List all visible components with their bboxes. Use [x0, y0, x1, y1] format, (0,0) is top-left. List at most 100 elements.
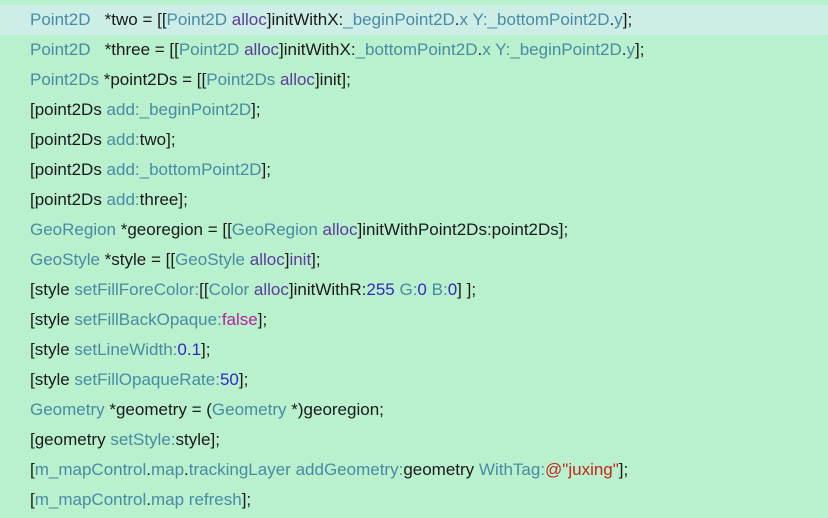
code-token: ]initWithR: [288, 280, 367, 299]
code-token: alloc [244, 40, 280, 59]
code-token: ]; [261, 160, 271, 179]
code-token: setFillForeColor: [74, 280, 200, 299]
code-line-15: [geometry setStyle:style]; [0, 425, 828, 455]
code-token: *point2Ds = [[ [98, 70, 207, 89]
code-token: @"juxing" [545, 460, 619, 479]
code-token: GeoStyle [175, 250, 245, 269]
code-token: Point2D [166, 10, 228, 29]
code-token: 50 [219, 370, 239, 389]
code-line-12: [style setLineWidth:0.1]; [0, 335, 828, 365]
code-line-1: Point2D *two = [[Point2D alloc]initWithX… [0, 5, 828, 35]
code-token: _bottomPoint2D [487, 10, 610, 29]
code-line-17: [m_mapControl.map refresh]; [0, 485, 828, 515]
code-token: *georegion = [[ [116, 220, 232, 239]
code-token: ]initWithPoint2Ds:point2Ds]; [357, 220, 569, 239]
code-token: [style [30, 370, 75, 389]
code-token: [[ [199, 280, 209, 299]
code-token: style]; [175, 430, 220, 449]
code-token: Geometry [30, 400, 105, 419]
code-token: alloc [231, 10, 267, 29]
code-line-5: [point2Ds add:two]; [0, 125, 828, 155]
code-token: y [626, 40, 636, 59]
code-token: *three = [[ [90, 40, 179, 59]
code-token: alloc [279, 70, 315, 89]
code-token: GeoRegion [30, 220, 117, 239]
code-token: ] [284, 250, 290, 269]
code-token: . [184, 460, 189, 479]
code-token: add: [106, 100, 140, 119]
code-line-10: [style setFillForeColor:[[Color alloc]in… [0, 275, 828, 305]
code-token: ]; [238, 370, 249, 389]
code-token: ]; [618, 460, 629, 479]
code-token: setLineWidth: [74, 340, 178, 359]
code-token: WithTag: [478, 460, 546, 479]
code-token: x [482, 40, 491, 59]
code-token: ] ]; [457, 280, 477, 299]
code-token: [point2Ds [30, 130, 107, 149]
code-line-9: GeoStyle *style = [[GeoStyle alloc]init]… [0, 245, 828, 275]
code-token: GeoStyle [30, 250, 100, 269]
code-token: [ [30, 460, 35, 479]
code-token: addGeometry: [295, 460, 404, 479]
code-token: ]; [311, 250, 321, 269]
code-token: geometry [403, 460, 479, 479]
code-token: . [146, 490, 151, 509]
code-token: [point2Ds [30, 160, 107, 179]
code-token: add: [106, 160, 140, 179]
code-token: . [477, 40, 483, 59]
code-token: G: [399, 280, 418, 299]
code-token: init [289, 250, 312, 269]
code-token: . [146, 460, 151, 479]
code-token: trackingLayer [188, 460, 291, 479]
code-token: [style [30, 310, 75, 329]
code-token: 0 [447, 280, 458, 299]
code-token: _bottomPoint2D [139, 160, 262, 179]
code-token: alloc [322, 220, 358, 239]
code-token: refresh [188, 490, 242, 509]
code-token: Point2Ds [30, 70, 99, 89]
code-token: . [621, 40, 627, 59]
code-token: *)georegion; [286, 400, 384, 419]
code-token: Y: [495, 40, 511, 59]
code-token: ]; [635, 40, 645, 59]
code-line-7: [point2Ds add:three]; [0, 185, 828, 215]
code-token: *geometry = ( [104, 400, 212, 419]
code-line-14: Geometry *geometry = (Geometry *)georegi… [0, 395, 828, 425]
code-token: ]; [201, 340, 211, 359]
code-token: ]init]; [314, 70, 351, 89]
code-line-6: [point2Ds add:_bottomPoint2D]; [0, 155, 828, 185]
code-token: ]initWithX: [279, 40, 356, 59]
code-token: [style [30, 340, 75, 359]
code-token: m_mapControl [34, 460, 147, 479]
code-line-2: Point2D *three = [[Point2D alloc]initWit… [0, 35, 828, 65]
code-token: map [150, 460, 185, 479]
code-token: [geometry [30, 430, 111, 449]
code-token: false [221, 310, 258, 329]
code-token: . [454, 10, 460, 29]
code-token: m_mapControl [34, 490, 147, 509]
code-token: three]; [139, 190, 188, 209]
code-token: . [609, 10, 615, 29]
code-token: alloc [253, 280, 289, 299]
code-token: _bottomPoint2D [355, 40, 478, 59]
code-token: _beginPoint2D [139, 100, 252, 119]
code-line-8: GeoRegion *georegion = [[GeoRegion alloc… [0, 215, 828, 245]
code-token: alloc [249, 250, 285, 269]
code-token: _beginPoint2D [510, 40, 622, 59]
code-token: ]; [622, 10, 633, 29]
code-token: setFillOpaqueRate: [74, 370, 220, 389]
code-token: ]; [241, 490, 252, 509]
code-token: *two = [[ [90, 10, 167, 29]
code-token: y [614, 10, 623, 29]
code-token: Point2D [178, 40, 240, 59]
code-token: Geometry [211, 400, 287, 419]
code-token: 0 [417, 280, 427, 299]
code-token: add: [106, 190, 140, 209]
code-token: B: [431, 280, 448, 299]
code-token: [point2Ds [30, 100, 107, 119]
code-line-3: Point2Ds *point2Ds = [[Point2Ds alloc]in… [0, 65, 828, 95]
code-line-11: [style setFillBackOpaque:false]; [0, 305, 828, 335]
code-token: 0.1 [177, 340, 202, 359]
code-token: Point2Ds [206, 70, 276, 89]
